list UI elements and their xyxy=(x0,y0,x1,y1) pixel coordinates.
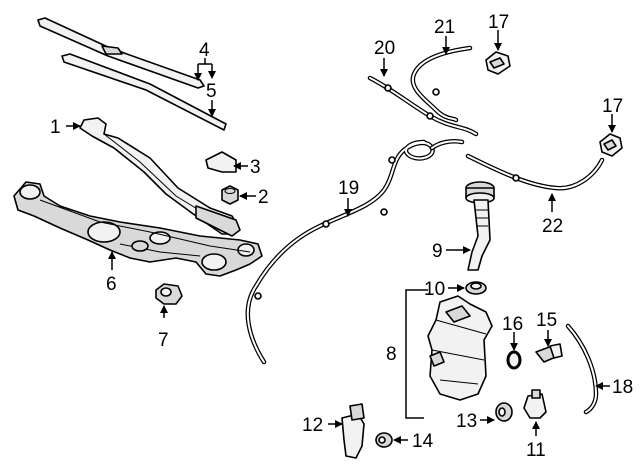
leader-lines xyxy=(66,30,616,444)
callout-8: 8 xyxy=(386,344,397,365)
washer-pump-front xyxy=(341,403,365,459)
washer-hose-22 xyxy=(465,153,605,191)
pump-grommet xyxy=(495,402,513,422)
washer-hose-18 xyxy=(565,323,599,415)
washer-nozzle-upper xyxy=(485,51,511,75)
pump-seal xyxy=(506,350,522,370)
callout-6: 6 xyxy=(106,274,117,295)
callout-21: 21 xyxy=(434,17,455,38)
callout-15: 15 xyxy=(536,310,557,331)
callout-22: 22 xyxy=(542,216,563,237)
callout-5: 5 xyxy=(206,81,217,102)
callout-16: 16 xyxy=(502,314,523,335)
wiper-blade-insert xyxy=(61,53,227,131)
washer-hose-main xyxy=(245,139,465,365)
pump-grommet-front xyxy=(375,432,393,448)
callout-4: 4 xyxy=(199,40,210,61)
washer-hose-21 xyxy=(410,45,473,123)
callout-12: 12 xyxy=(302,415,323,436)
callout-labels: 1 2 3 4 5 6 7 8 9 10 11 12 13 14 15 16 1… xyxy=(50,12,633,461)
callout-9: 9 xyxy=(432,241,443,262)
reservoir-group-bracket xyxy=(405,289,428,419)
callout-17-top: 17 xyxy=(488,12,509,33)
callout-17-right: 17 xyxy=(602,96,623,117)
washer-pump-rear xyxy=(523,389,547,419)
reservoir-filler-neck xyxy=(465,181,495,271)
linkage-clip xyxy=(155,283,183,305)
wiper-linkage xyxy=(13,181,263,277)
washer-hose-20 xyxy=(367,75,479,137)
callout-7: 7 xyxy=(158,330,169,351)
callout-3: 3 xyxy=(250,157,261,178)
pivot-nut xyxy=(221,185,239,205)
callout-10: 10 xyxy=(424,279,445,300)
callout-18: 18 xyxy=(612,377,633,398)
reservoir-grommet xyxy=(465,281,487,295)
callout-20: 20 xyxy=(374,38,395,59)
pivot-cap xyxy=(205,151,237,173)
callout-2: 2 xyxy=(258,187,269,208)
wiper-blade-upper xyxy=(37,17,205,89)
washer-nozzle-lower xyxy=(599,133,623,157)
callout-14: 14 xyxy=(412,431,434,452)
callout-11: 11 xyxy=(526,440,546,461)
washer-reservoir xyxy=(427,295,493,401)
callout-13: 13 xyxy=(456,411,477,432)
level-sensor xyxy=(535,343,563,363)
callout-1: 1 xyxy=(50,117,61,138)
callout-19: 19 xyxy=(338,178,359,199)
wiper-arm xyxy=(79,117,241,237)
